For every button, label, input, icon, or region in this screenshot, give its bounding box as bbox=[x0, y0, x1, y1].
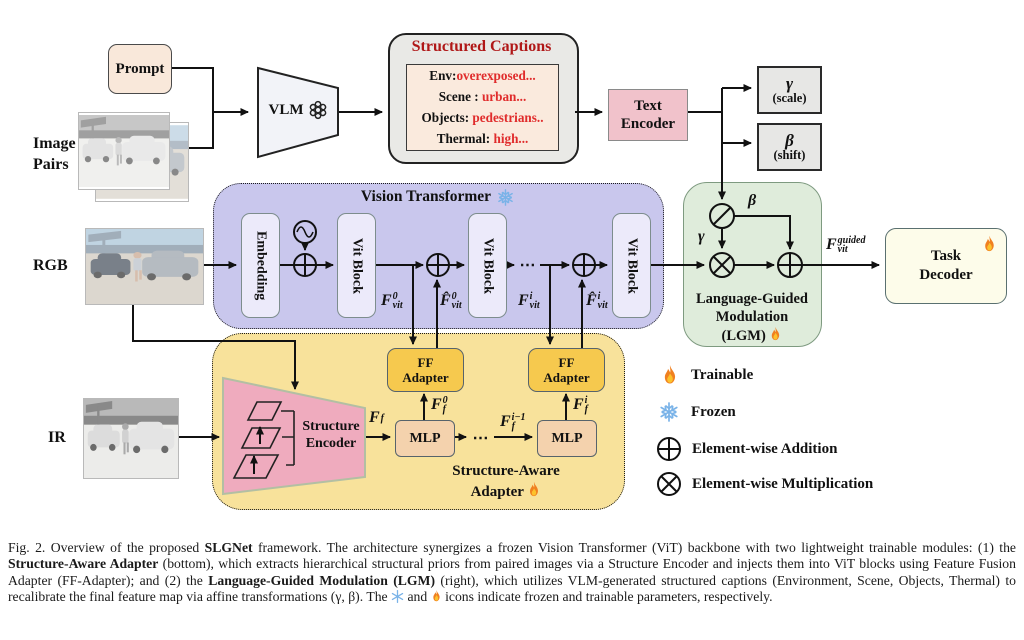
caption-line-scene: Scene : urban... bbox=[438, 89, 527, 104]
text-encoder-box: Text Encoder bbox=[608, 89, 688, 141]
otimes-icon bbox=[657, 472, 681, 496]
fire-icon bbox=[433, 590, 440, 602]
rgb-image bbox=[85, 228, 204, 305]
fire-icon bbox=[985, 235, 994, 252]
legend-addition: Element-wise Addition bbox=[692, 441, 838, 457]
caption-line-env: Env:overexposed... bbox=[429, 68, 536, 83]
beta-shift-box: β (shift) bbox=[757, 123, 822, 171]
multiply-icon bbox=[709, 252, 735, 278]
adapter-ellipsis: ⋯ bbox=[472, 430, 490, 447]
connector-layer bbox=[132, 66, 880, 496]
legend-trainable: Trainable bbox=[661, 364, 753, 386]
figure-caption: Fig. 2. Overview of the proposed SLGNet … bbox=[8, 540, 1017, 605]
legend-frozen: Frozen bbox=[659, 402, 736, 422]
ff-adapter-2: FF Adapter bbox=[528, 348, 605, 392]
wire-prompt-pair bbox=[170, 67, 214, 149]
vit-block-3: Vit Block bbox=[612, 213, 651, 318]
ff-label: F f bbox=[369, 409, 385, 426]
vlm-label: VLM bbox=[268, 101, 304, 118]
structure-encoder-label: Structure Encoder bbox=[302, 419, 360, 451]
legend-multiplication: Element-wise Multiplication bbox=[692, 476, 874, 492]
vit-ellipsis: ⋯ bbox=[519, 257, 537, 274]
image-pairs-label: Image Pairs bbox=[33, 135, 76, 173]
vlm-node: VLM bbox=[260, 100, 336, 120]
snowflake-icon bbox=[391, 590, 404, 604]
prompt-label: Prompt bbox=[115, 60, 165, 77]
vision-transformer-title: Vision Transformer bbox=[213, 188, 662, 206]
structure-encoder-shape bbox=[222, 376, 366, 496]
vit-block-2: Vit Block bbox=[468, 213, 507, 318]
lgm-title: Language-Guided Modulation (LGM) bbox=[696, 291, 808, 344]
split-icon bbox=[709, 203, 735, 229]
prompt-box: Prompt bbox=[108, 44, 172, 94]
task-decoder-box: Task Decoder bbox=[885, 228, 1007, 304]
structured-captions-title: Structured Captions bbox=[411, 38, 552, 55]
gamma-scale-box: γ (scale) bbox=[757, 66, 822, 114]
fire-icon bbox=[530, 481, 539, 497]
mlp-1: MLP bbox=[395, 420, 455, 457]
rgb-label: RGB bbox=[33, 257, 68, 274]
vlm-trapezoid bbox=[257, 66, 339, 159]
fire-icon bbox=[664, 365, 676, 384]
positional-encoding-icon bbox=[293, 220, 317, 244]
pair-ir-image bbox=[78, 112, 170, 190]
snowflake-icon bbox=[660, 402, 678, 422]
oplus-icon bbox=[657, 437, 681, 461]
lgm-gamma-label: γ bbox=[698, 228, 705, 245]
openai-logo-icon bbox=[309, 100, 326, 120]
add-icon bbox=[777, 252, 803, 278]
lgm-beta-label: β bbox=[748, 192, 757, 209]
vit-block-1: Vit Block bbox=[337, 213, 376, 318]
mlp-2: MLP bbox=[537, 420, 597, 457]
caption-line-objects: Objects: pedestrians.. bbox=[421, 110, 544, 125]
caption-line-thermal: Thermal: high... bbox=[436, 131, 529, 146]
snowflake-icon bbox=[498, 188, 513, 206]
add-icon bbox=[293, 253, 596, 277]
structure-aware-adapter-title: Structure-Aware Adapter bbox=[452, 463, 560, 500]
ir-label: IR bbox=[48, 429, 66, 446]
embedding-box: Embedding bbox=[241, 213, 280, 318]
ff-adapter-1: FF Adapter bbox=[387, 348, 464, 392]
ir-image bbox=[83, 398, 179, 479]
fire-icon bbox=[772, 326, 780, 341]
structured-captions-list: Env:overexposed... Scene : urban... Obje… bbox=[406, 64, 559, 151]
